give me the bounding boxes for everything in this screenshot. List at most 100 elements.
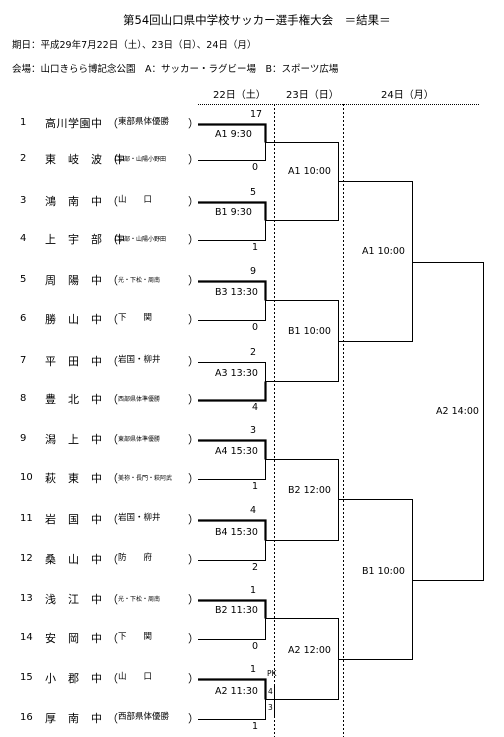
team-region-close-paren: ） bbox=[188, 313, 199, 326]
team-region: 下 関 bbox=[118, 632, 153, 642]
team-region: 防 府 bbox=[118, 553, 153, 563]
team-region-close-paren: ） bbox=[188, 195, 199, 208]
final-match: A2 14:00 bbox=[436, 406, 479, 417]
team-region: 岩国・柳井 bbox=[118, 355, 161, 365]
team-region-open-paren: （ bbox=[107, 153, 118, 166]
team-name: 安 岡 中 bbox=[45, 632, 103, 645]
team-region: 東部県体優勝 bbox=[118, 117, 170, 127]
round1-match-label: B2 11:30 bbox=[215, 605, 258, 616]
team-region-open-paren: （ bbox=[107, 513, 118, 526]
round1-score-bottom: 1 bbox=[252, 242, 259, 253]
team-region-close-paren: ） bbox=[188, 472, 199, 485]
team-region-open-paren: （ bbox=[107, 195, 118, 208]
team-region-open-paren: （ bbox=[107, 553, 118, 566]
team-number: 11 bbox=[20, 513, 33, 524]
team-region-close-paren: ） bbox=[188, 672, 199, 685]
round1-score-bottom: 1 bbox=[252, 481, 259, 492]
team-region-open-paren: （ bbox=[107, 433, 118, 446]
round1-score-top: 5 bbox=[250, 187, 257, 198]
team-number: 5 bbox=[20, 274, 27, 285]
team-number: 16 bbox=[20, 712, 33, 723]
pk-score-bottom: 3 bbox=[268, 703, 273, 712]
round1-score-top: 9 bbox=[250, 266, 257, 277]
team-region: 東部県体準優勝 bbox=[118, 436, 161, 443]
team-number: 8 bbox=[20, 393, 27, 404]
team-name: 萩 東 中 bbox=[45, 472, 103, 485]
team-number: 12 bbox=[20, 553, 33, 564]
team-name: 平 田 中 bbox=[45, 355, 103, 368]
team-name: 上 宇 部 中 bbox=[45, 233, 126, 246]
team-number: 3 bbox=[20, 195, 27, 206]
round1-score-top: 1 bbox=[250, 585, 257, 596]
round1-score-top: 2 bbox=[250, 347, 257, 358]
team-region-close-paren: ） bbox=[188, 513, 199, 526]
round1-match-label: B3 13:30 bbox=[215, 287, 258, 298]
team-region-open-paren: （ bbox=[107, 313, 118, 326]
round1-score-top: 3 bbox=[250, 425, 257, 436]
team-name: 桑 山 中 bbox=[45, 553, 103, 566]
team-number: 15 bbox=[20, 672, 33, 683]
team-region-close-paren: ） bbox=[188, 433, 199, 446]
team-region: 岩国・柳井 bbox=[118, 513, 161, 523]
team-region-close-paren: ） bbox=[188, 153, 199, 166]
pk-label: PK bbox=[267, 669, 277, 678]
team-name: 潟 上 中 bbox=[45, 433, 103, 446]
day-header-24: 24日（月） bbox=[381, 90, 434, 101]
team-region-close-paren: ） bbox=[188, 593, 199, 606]
round1-match-label: B1 9:30 bbox=[215, 207, 252, 218]
team-region-open-paren: （ bbox=[107, 355, 118, 368]
round1-score-bottom: 4 bbox=[252, 402, 259, 413]
team-number: 7 bbox=[20, 355, 27, 366]
team-number: 13 bbox=[20, 593, 33, 604]
team-number: 10 bbox=[20, 472, 33, 483]
team-region: 西部県体優勝 bbox=[118, 712, 170, 722]
team-region-open-paren: （ bbox=[107, 393, 118, 406]
team-region: 山 口 bbox=[118, 195, 153, 205]
round1-score-bottom: 1 bbox=[252, 721, 259, 732]
team-region-close-paren: ） bbox=[188, 274, 199, 287]
team-region-open-paren: （ bbox=[107, 274, 118, 287]
team-name: 岩 国 中 bbox=[45, 513, 103, 526]
page-title: 第54回山口県中学校サッカー選手権大会 ＝結果＝ bbox=[123, 13, 391, 27]
round1-score-bottom: 0 bbox=[252, 162, 259, 173]
event-period: 期日：平成29年7月22日（土）、23日（日）、24日（月） bbox=[12, 40, 257, 51]
team-region: 山 口 bbox=[118, 672, 153, 682]
semi-match-1: A1 10:00 bbox=[362, 246, 405, 257]
team-number: 2 bbox=[20, 153, 27, 164]
round1-match-label: A3 13:30 bbox=[215, 368, 258, 379]
team-region-open-paren: （ bbox=[107, 632, 118, 645]
team-number: 6 bbox=[20, 313, 27, 324]
round1-match-label: A4 15:30 bbox=[215, 446, 258, 457]
team-name: 小 郡 中 bbox=[45, 672, 103, 685]
round1-match-label: A2 11:30 bbox=[215, 686, 258, 697]
team-region-close-paren: ） bbox=[188, 117, 199, 130]
round2-match-1: A1 10:00 bbox=[288, 166, 331, 177]
semi-lines bbox=[338, 181, 413, 660]
team-name: 東 岐 波 中 bbox=[45, 153, 126, 166]
round1-score-top: 4 bbox=[250, 505, 257, 516]
team-region-close-paren: ） bbox=[188, 553, 199, 566]
team-number: 4 bbox=[20, 233, 27, 244]
team-name: 鴻 南 中 bbox=[45, 195, 103, 208]
team-region: 光・下松・周南 bbox=[118, 277, 161, 284]
team-region-open-paren: （ bbox=[107, 593, 118, 606]
round1-score-bottom: 0 bbox=[252, 322, 259, 333]
team-region: 西部県体準優勝 bbox=[118, 396, 161, 403]
day-header-23: 23日（日） bbox=[286, 90, 339, 101]
team-region-open-paren: （ bbox=[107, 117, 118, 130]
team-region: 光・下松・周南 bbox=[118, 596, 161, 603]
round2-match-2: B1 10:00 bbox=[288, 326, 331, 337]
team-name: 浅 江 中 bbox=[45, 593, 103, 606]
round1-score-top: 17 bbox=[250, 109, 263, 120]
semi-match-2: B1 10:00 bbox=[362, 566, 405, 577]
team-region: 宇部・山陽小野田 bbox=[118, 236, 167, 243]
team-name: 高川学園中 bbox=[45, 117, 103, 130]
team-region-close-paren: ） bbox=[188, 712, 199, 725]
team-region-open-paren: （ bbox=[107, 712, 118, 725]
final-lines bbox=[412, 262, 484, 581]
team-number: 1 bbox=[20, 117, 27, 128]
round2-match-3: B2 12:00 bbox=[288, 485, 331, 496]
team-region: 美祢・長門・萩阿武 bbox=[118, 475, 173, 482]
team-number: 9 bbox=[20, 433, 27, 444]
